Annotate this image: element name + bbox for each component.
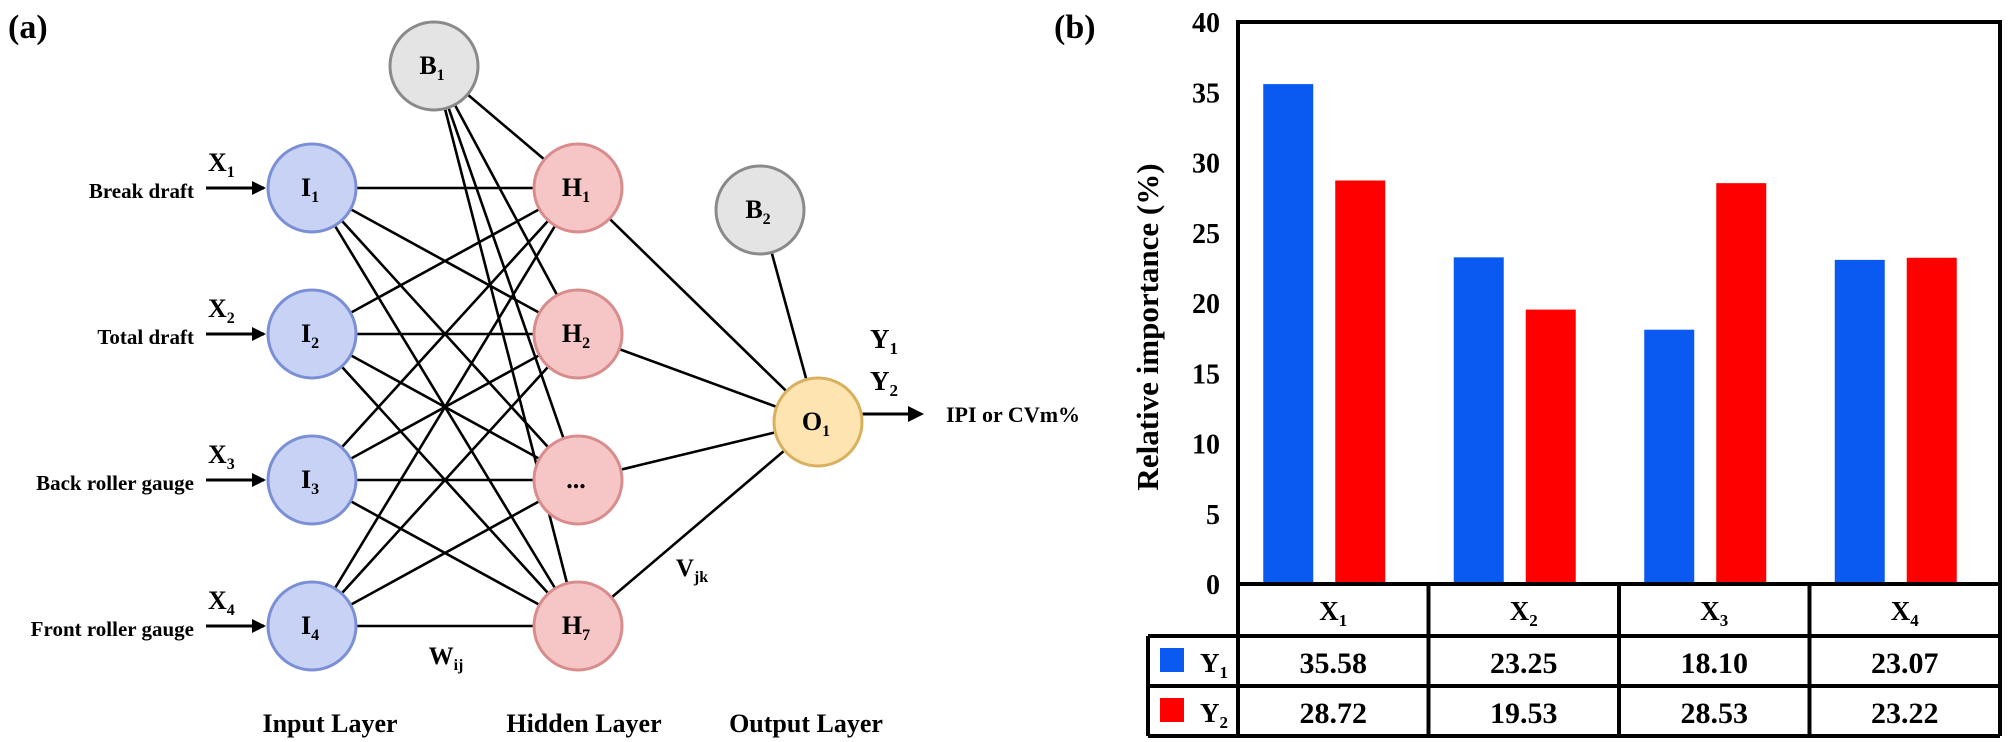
x-category-2: X2: [1510, 596, 1538, 630]
output-arrowhead: [908, 406, 924, 422]
weight-line-i3-h1: [311, 187, 579, 481]
y-tick-label-35: 35: [1192, 78, 1220, 109]
output-node: [772, 376, 864, 468]
hidden-layer-title: Hidden Layer: [506, 709, 661, 738]
bar-y1-x1: [1263, 84, 1314, 584]
x-category-4: X4: [1891, 596, 1920, 630]
input-name-3: Back roller gauge: [36, 471, 194, 495]
y-tick-label-20: 20: [1192, 289, 1220, 320]
output-weight-line-h1: [577, 187, 819, 423]
data-label-y1-x4: 23.07: [1871, 647, 1939, 680]
weight-ij-label: Wij: [429, 643, 464, 674]
hidden-node-2-label: H2: [562, 319, 590, 352]
input-node-4-label: I4: [301, 611, 319, 644]
input-variable-4: X4: [208, 586, 235, 619]
data-label-y2-x2: 19.53: [1490, 697, 1558, 730]
bias-node-2-label: B2: [745, 195, 770, 228]
input-name-1: Break draft: [89, 179, 194, 203]
y-tick-label-10: 10: [1192, 430, 1220, 461]
weight-line-i2-h1: [311, 186, 579, 336]
input-node-1: [266, 142, 358, 234]
panel-b-label: (b): [1054, 9, 1096, 46]
input-variable-1: X1: [208, 148, 235, 181]
bias1-line-h4: [432, 65, 580, 627]
x-category-3: X3: [1700, 596, 1728, 630]
input-name-4: Front roller gauge: [31, 617, 194, 641]
x-category-1: X1: [1319, 596, 1347, 630]
hidden-node-4: [532, 580, 624, 672]
data-label-y1-x2: 23.25: [1490, 647, 1558, 680]
bar-y2-x2: [1525, 309, 1576, 584]
data-label-y2-x4: 23.22: [1871, 697, 1939, 730]
input-node-3: [266, 434, 358, 526]
input-variable-2: X2: [208, 294, 235, 327]
hidden-node-1: [532, 142, 624, 234]
legend-swatch-y1: [1160, 648, 1184, 672]
data-label-y2-x1: 28.72: [1300, 697, 1368, 730]
input-node-3-label: I3: [301, 465, 319, 498]
y-tick-label-25: 25: [1192, 219, 1220, 250]
output-text: IPI or CVm%: [946, 402, 1080, 427]
legend-swatch-y2: [1160, 698, 1184, 722]
y-axis-label: Relative importance (%): [1130, 163, 1165, 490]
bar-y2-x1: [1335, 180, 1386, 584]
output-layer-title: Output Layer: [729, 709, 883, 738]
input-node-4: [266, 580, 358, 672]
input-arrowhead-4: [252, 619, 266, 633]
input-arrowhead-2: [252, 327, 266, 341]
weight-line-i4-h3: [311, 478, 579, 628]
input-layer-title: Input Layer: [262, 709, 397, 738]
data-label-y1-x1: 35.58: [1300, 647, 1368, 680]
input-node-1-label: I1: [301, 173, 319, 206]
bias-node-1: [388, 20, 480, 112]
output-variable-2: Y2: [870, 366, 898, 400]
data-label-y1-x3: 18.10: [1681, 647, 1749, 680]
bias-node-1-label: B1: [419, 51, 444, 84]
bar-y1-x4: [1834, 259, 1885, 584]
bar-y2-x3: [1716, 183, 1767, 584]
output-weight-line-h4: [577, 421, 819, 627]
input-arrowhead-1: [252, 181, 266, 195]
output-node-label: O1: [802, 407, 830, 440]
weight-line-i4-h2: [311, 333, 579, 627]
bias1-line-h3: [432, 65, 580, 481]
data-label-y2-x3: 28.53: [1681, 697, 1749, 730]
bar-y2-x4: [1906, 257, 1957, 584]
input-node-2: [266, 288, 358, 380]
y-tick-label-30: 30: [1192, 149, 1220, 180]
y-tick-label-40: 40: [1192, 8, 1220, 39]
weight-line-i4-h1: [310, 187, 580, 627]
panel-a-label: (a): [8, 9, 48, 46]
y-tick-label-5: 5: [1206, 500, 1220, 531]
output-variable-1: Y1: [870, 324, 898, 358]
hidden-node-1-label: H1: [562, 173, 590, 206]
input-arrowhead-3: [252, 473, 266, 487]
legend-label-y2: Y2: [1200, 698, 1228, 732]
input-variable-3: X3: [208, 440, 235, 473]
legend-label-y1: Y1: [1200, 648, 1228, 682]
y-tick-label-15: 15: [1192, 359, 1220, 390]
bar-y1-x3: [1644, 329, 1695, 584]
weight-jk-label: Vjk: [676, 555, 708, 586]
bias1-line-h2: [432, 65, 580, 335]
hidden-node-4-label: H7: [562, 611, 590, 644]
hidden-node-2: [532, 288, 624, 380]
y-tick-label-0: 0: [1206, 570, 1220, 601]
hidden-node-3: [532, 434, 624, 526]
input-node-2-label: I2: [301, 319, 319, 352]
hidden-node-3-label: ...: [566, 465, 586, 494]
input-name-2: Total draft: [97, 325, 194, 349]
bias-node-2: [714, 164, 806, 256]
bar-y1-x2: [1453, 257, 1504, 584]
